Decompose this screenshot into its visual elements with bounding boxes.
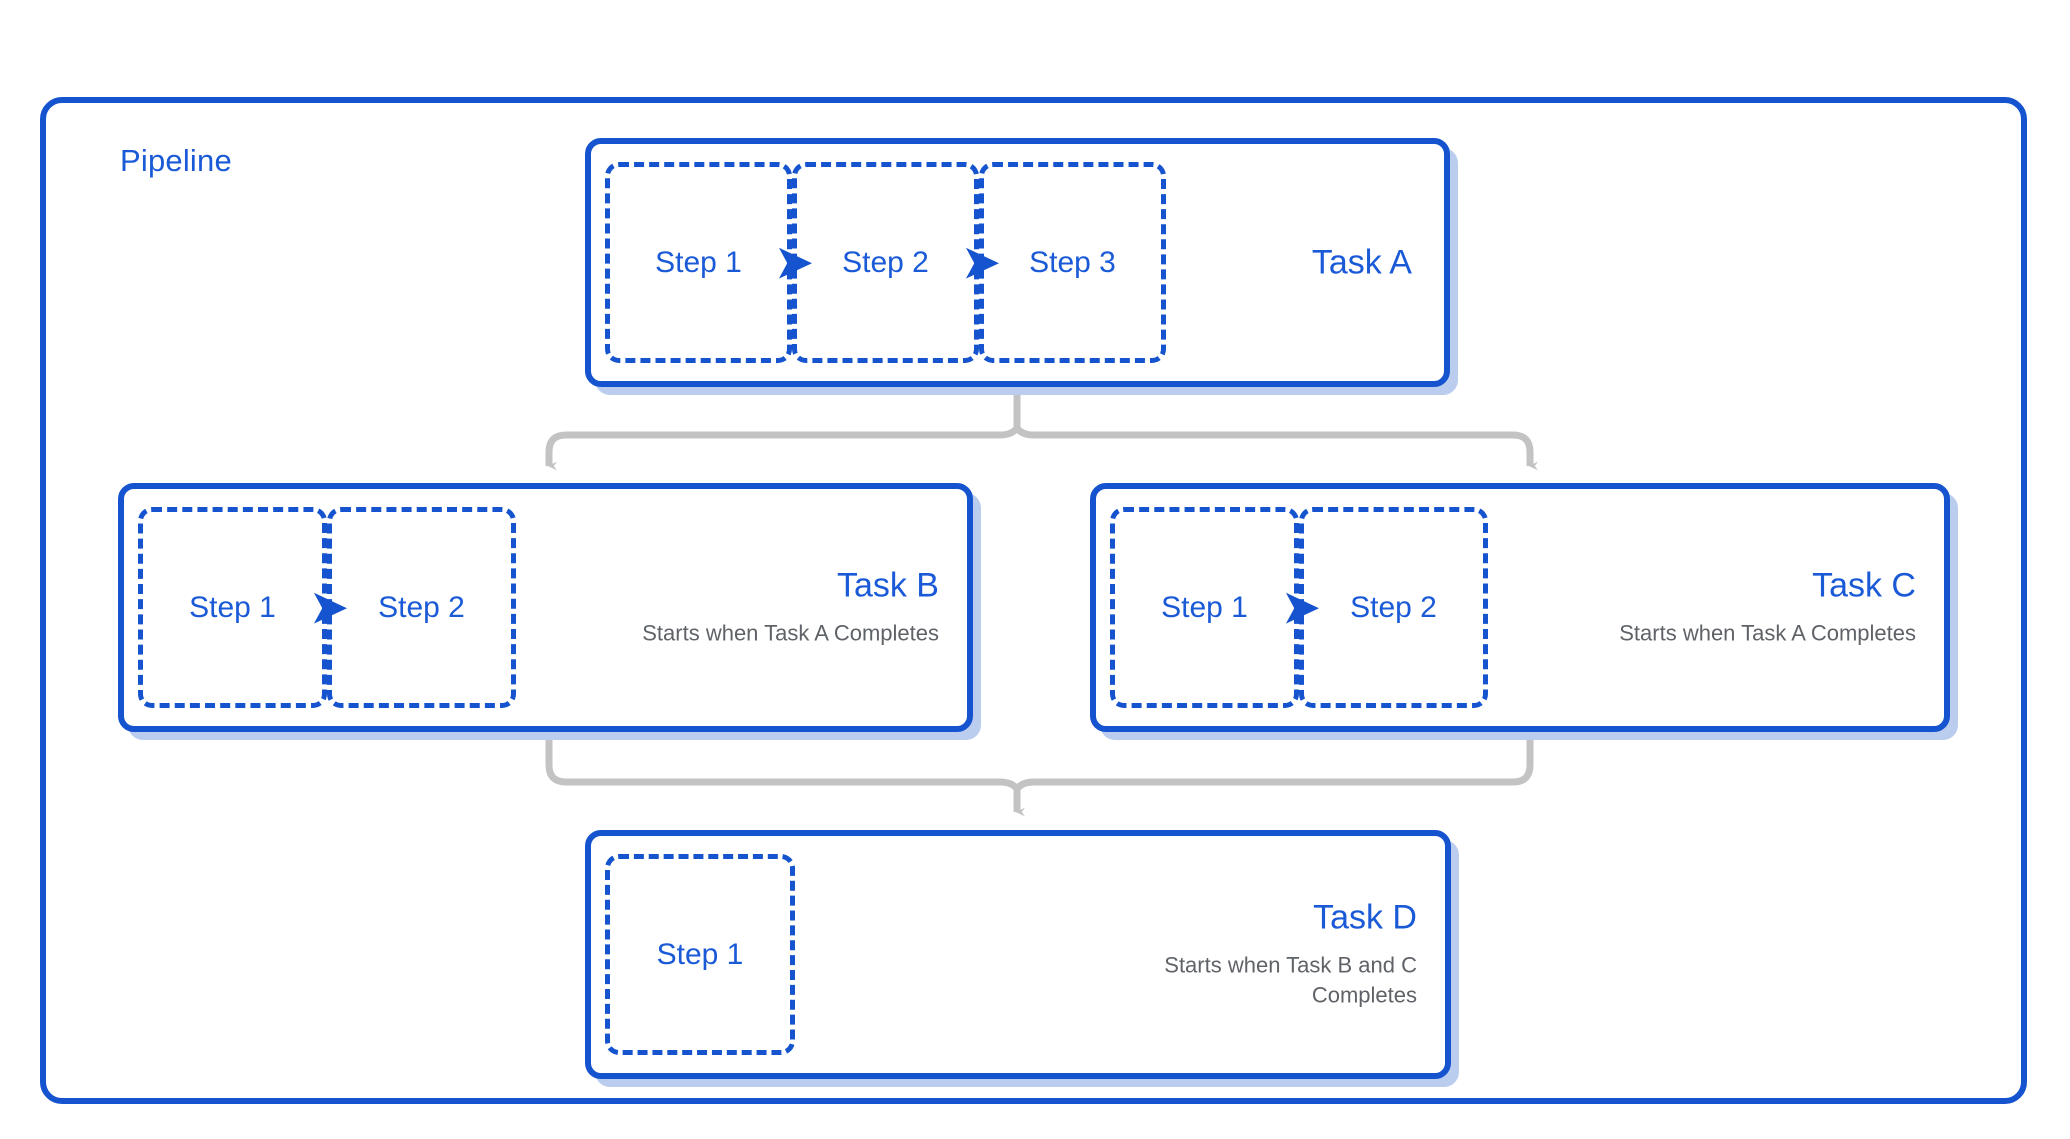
task-c-body: Step 1 Step 2 ➤ Task C Starts when Task …: [1096, 489, 1944, 726]
task-d-description: Starts when Task B and C Completes: [1164, 952, 1417, 1008]
task-card-task-d[interactable]: Step 1 Task D Starts when Task B and C C…: [585, 830, 1451, 1079]
task-d-title: Task D: [1313, 898, 1417, 937]
task-d-body: Step 1 Task D Starts when Task B and C C…: [591, 836, 1445, 1073]
task-b-steps: Step 1 Step 2 ➤: [138, 507, 516, 708]
task-b-meta: Task B Starts when Task A Completes: [642, 565, 939, 648]
task-a-step-3[interactable]: Step 3: [979, 162, 1166, 363]
step-label: Step 1: [655, 245, 742, 279]
task-a-steps: Step 1 Step 2 Step 3 ➤ ➤: [605, 162, 1166, 363]
task-b-step-1[interactable]: Step 1: [138, 507, 327, 708]
step-label: Step 1: [189, 590, 276, 624]
task-card-task-a[interactable]: Step 1 Step 2 Step 3 ➤ ➤ Task A: [585, 138, 1450, 387]
task-c-meta: Task C Starts when Task A Completes: [1619, 565, 1916, 648]
task-c-description: Starts when Task A Completes: [1619, 620, 1916, 646]
task-c-steps: Step 1 Step 2 ➤: [1110, 507, 1488, 708]
task-a-step-2[interactable]: Step 2: [792, 162, 979, 363]
step-label: Step 1: [656, 937, 744, 971]
pipeline-container: [40, 97, 2027, 1104]
task-c-title: Task C: [1812, 565, 1916, 604]
step-label: Step 2: [378, 590, 465, 624]
task-c-step-2[interactable]: Step 2: [1299, 507, 1488, 708]
task-a-body: Step 1 Step 2 Step 3 ➤ ➤ Task A: [591, 144, 1444, 381]
step-label: Step 3: [1029, 245, 1116, 279]
pipeline-title: Pipeline: [120, 143, 232, 178]
task-card-task-b[interactable]: Step 1 Step 2 ➤ Task B Starts when Task …: [118, 483, 973, 732]
step-label: Step 1: [1161, 590, 1248, 624]
task-a-step-1[interactable]: Step 1: [605, 162, 792, 363]
task-d-meta: Task D Starts when Task B and C Complete…: [1117, 898, 1417, 1010]
task-b-title: Task B: [836, 565, 939, 604]
step-label: Step 2: [842, 245, 929, 279]
task-b-step-2[interactable]: Step 2: [327, 507, 516, 708]
task-b-body: Step 1 Step 2 ➤ Task B Starts when Task …: [124, 489, 967, 726]
task-b-description: Starts when Task A Completes: [642, 620, 939, 646]
task-a-meta: Task A: [1311, 242, 1412, 281]
task-c-step-1[interactable]: Step 1: [1110, 507, 1299, 708]
step-label: Step 2: [1350, 590, 1437, 624]
task-a-title: Task A: [1311, 242, 1412, 281]
task-d-steps: Step 1: [605, 854, 795, 1055]
task-d-step-1[interactable]: Step 1: [605, 854, 795, 1055]
task-card-task-c[interactable]: Step 1 Step 2 ➤ Task C Starts when Task …: [1090, 483, 1950, 732]
